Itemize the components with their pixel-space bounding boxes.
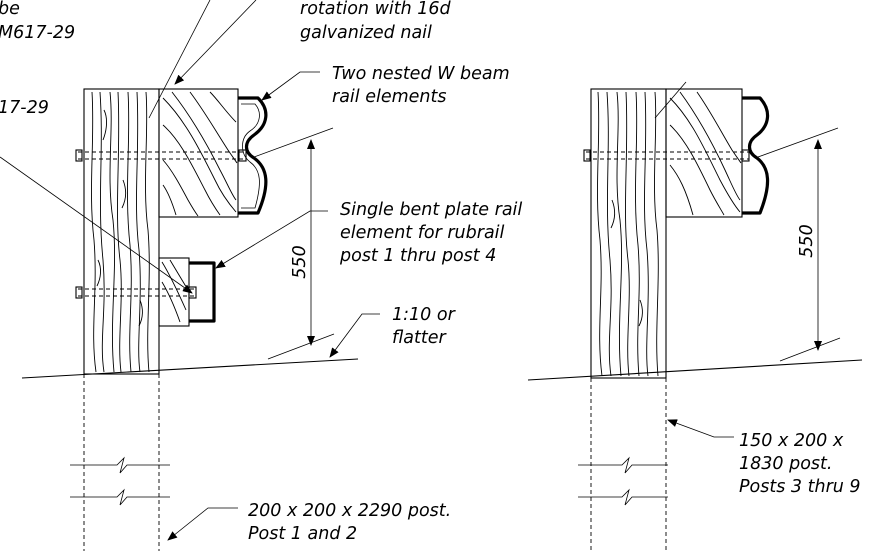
right-break-line-1 bbox=[578, 456, 668, 474]
label-slope-1: 1:10 or bbox=[392, 305, 457, 325]
right-bolts bbox=[583, 149, 750, 162]
left-rubrail-plate bbox=[189, 261, 216, 323]
post39-leader bbox=[667, 419, 734, 438]
left-break-line-2 bbox=[70, 488, 170, 506]
left-break-line-1 bbox=[70, 456, 170, 474]
right-post bbox=[590, 88, 667, 379]
left-w-beam-rail bbox=[238, 96, 268, 215]
w-beam-leader bbox=[261, 71, 320, 101]
label-post12-1: 200 x 200 x 2290 post. bbox=[248, 501, 451, 521]
right-break-line-2 bbox=[578, 488, 668, 506]
label-top-left-1: be bbox=[0, 0, 20, 19]
right-ground-line bbox=[527, 359, 863, 381]
left-post bbox=[83, 88, 160, 375]
label-rubrail-1: Single bent plate rail bbox=[340, 200, 522, 220]
label-w-beam-1: Two nested W beam bbox=[332, 64, 510, 84]
label-w-beam-2: rail elements bbox=[332, 87, 447, 107]
label-post12-2: Post 1 and 2 bbox=[248, 524, 357, 544]
left-ground-line bbox=[21, 358, 359, 379]
label-toenail-2: galvanized nail bbox=[300, 23, 432, 43]
label-top-left-2: M617-29 bbox=[0, 23, 75, 43]
left-rubrail-block bbox=[158, 257, 190, 327]
toenail-leader bbox=[174, 0, 257, 85]
right-blockout bbox=[665, 88, 743, 218]
label-post39-3: Posts 3 thru 9 bbox=[739, 477, 861, 497]
label-post39-1: 150 x 200 x bbox=[739, 431, 844, 451]
slope-leader bbox=[329, 313, 380, 358]
rubrail-leader bbox=[215, 210, 328, 269]
left-bolts bbox=[75, 149, 247, 299]
label-rubrail-3: post 1 thru post 4 bbox=[339, 246, 496, 266]
post12-leader bbox=[167, 507, 238, 541]
label-post39-2: 1830 post. bbox=[739, 454, 832, 474]
label-slope-2: flatter bbox=[392, 328, 448, 348]
left-assembly: 550 bbox=[0, 0, 380, 551]
label-toenail-1: rotation with 16d bbox=[300, 0, 452, 19]
right-w-beam-rail bbox=[742, 96, 770, 215]
label-rubrail-2: element for rubrail bbox=[340, 223, 505, 243]
left-blockout bbox=[158, 88, 239, 218]
label-left-mid: 17-29 bbox=[0, 98, 49, 118]
top-left-leader bbox=[148, 0, 211, 119]
right-assembly: 550 bbox=[527, 81, 863, 551]
right-top-leader bbox=[654, 81, 687, 119]
left-mid-leader bbox=[0, 156, 193, 294]
right-dimension-value: 550 bbox=[797, 224, 817, 257]
left-dimension-value: 550 bbox=[290, 245, 310, 278]
